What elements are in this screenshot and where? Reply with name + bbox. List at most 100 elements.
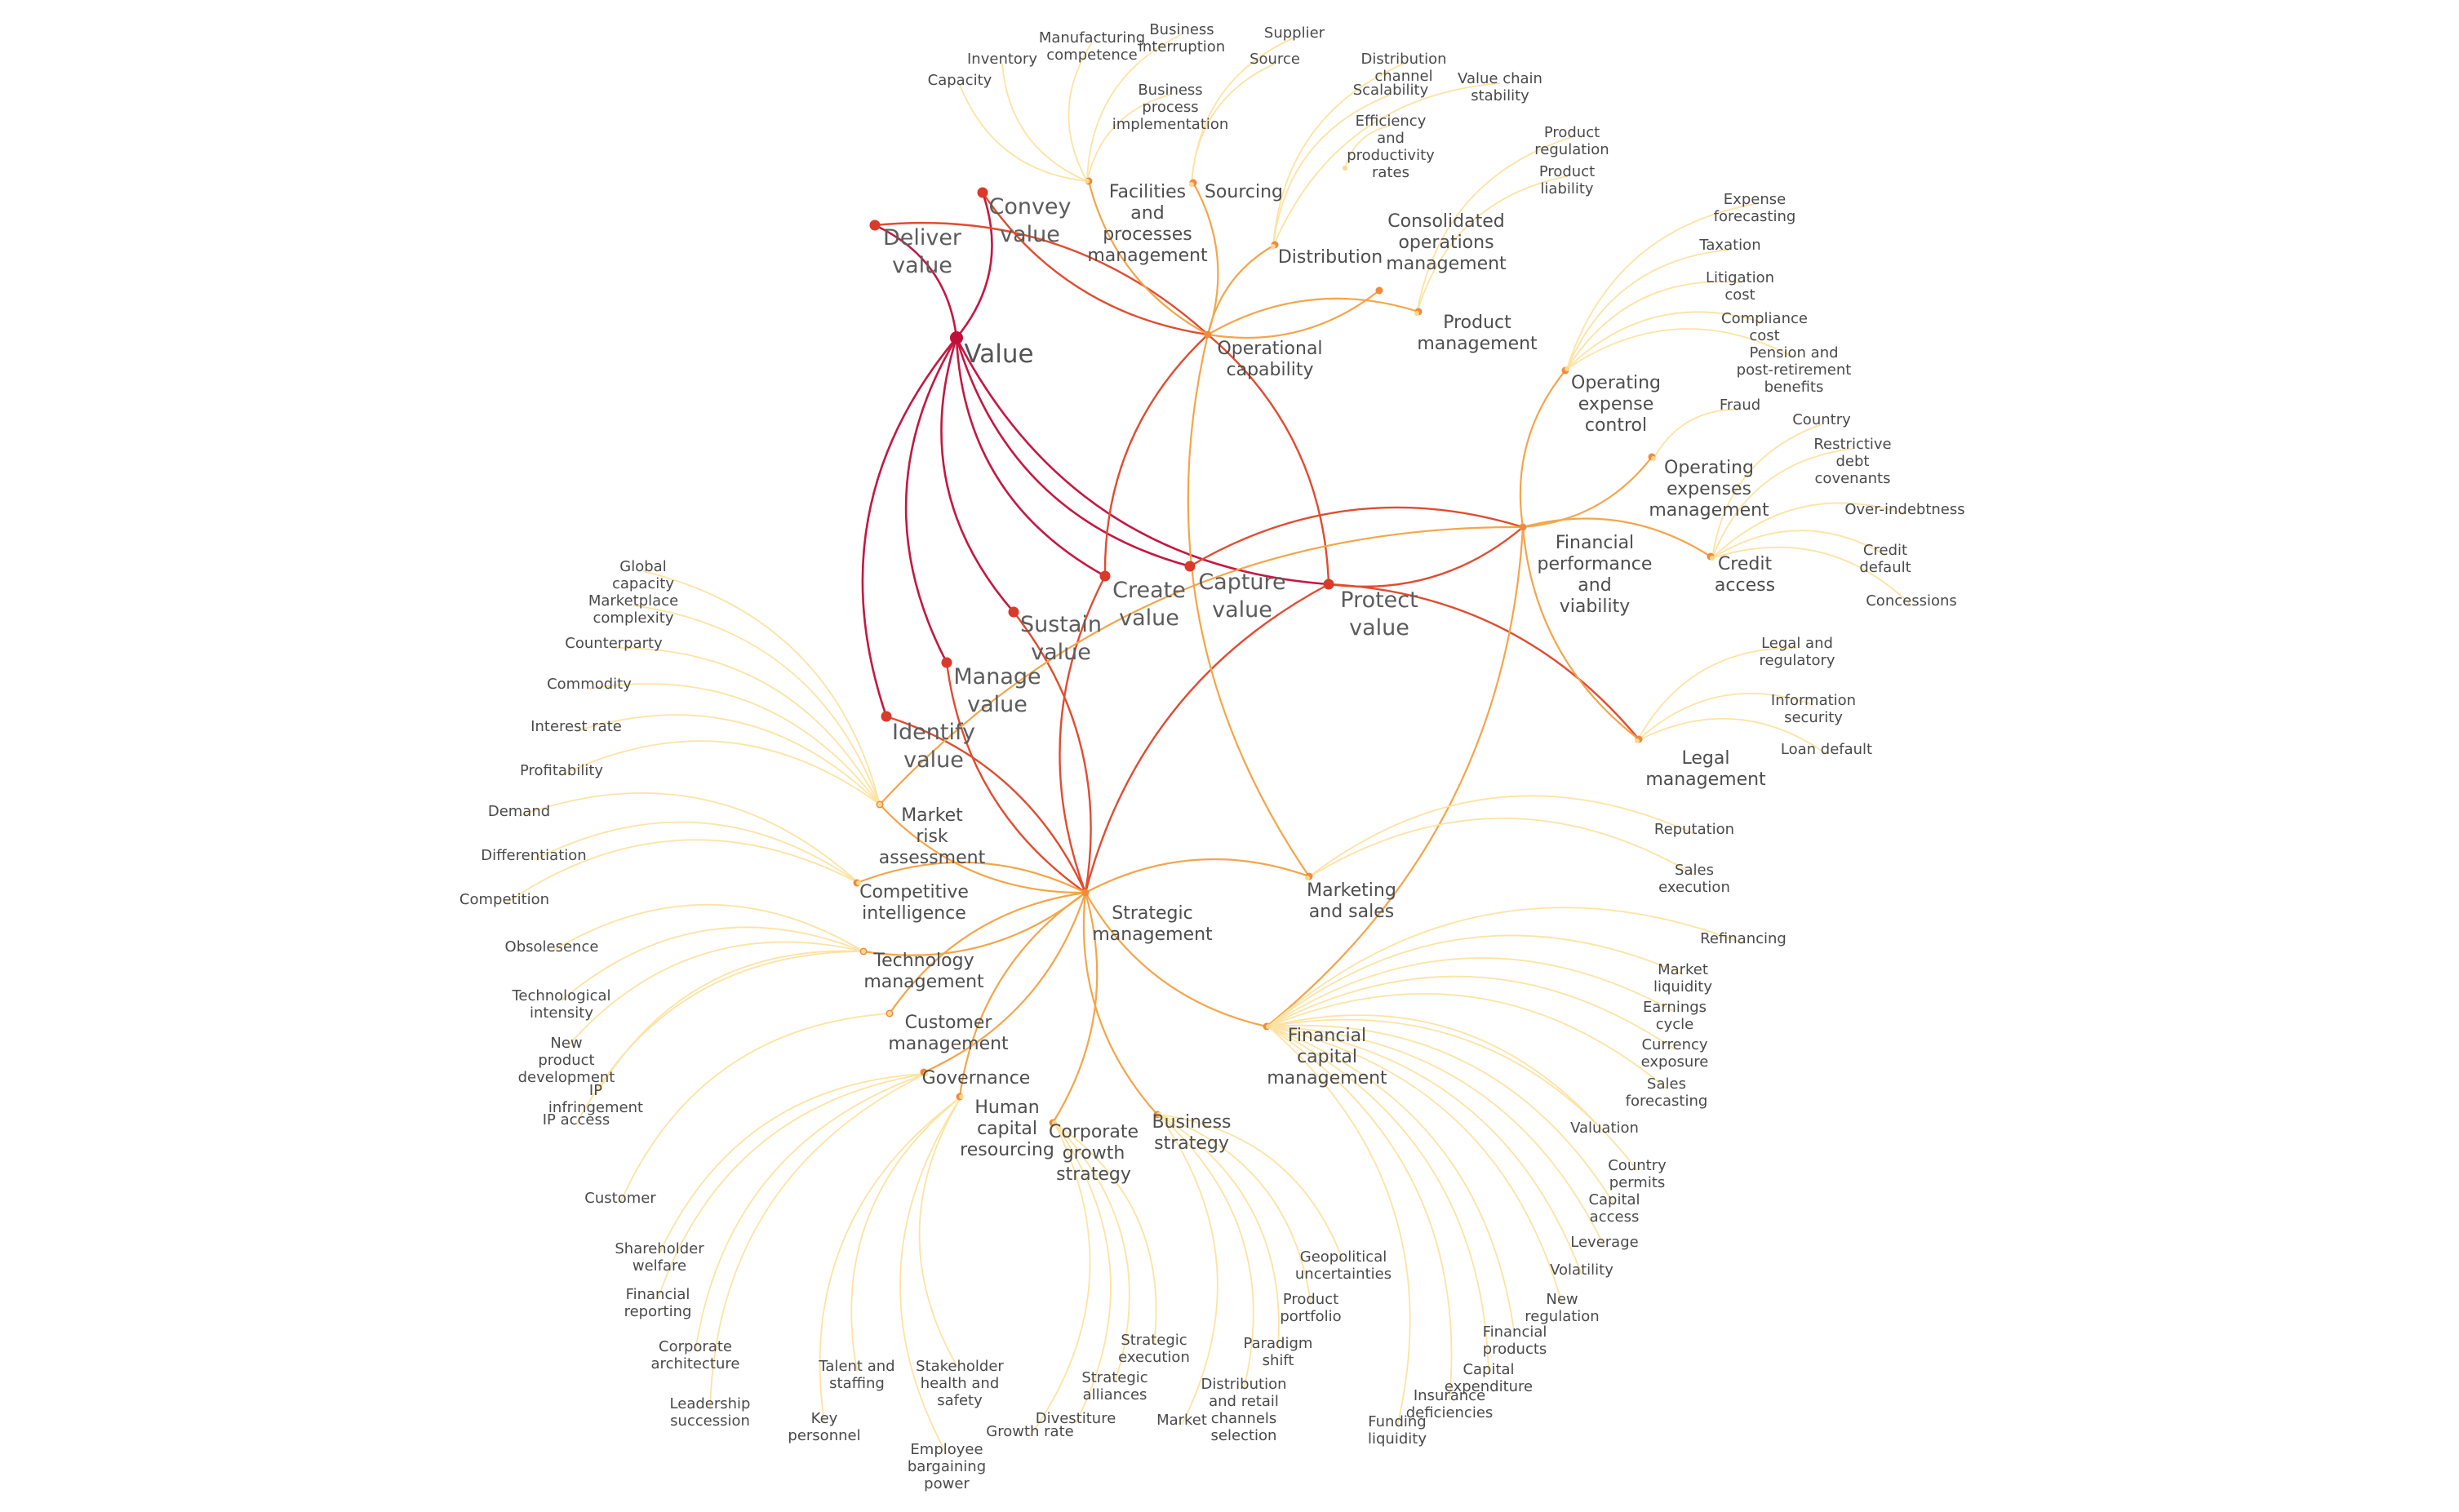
root-node[interactable] — [950, 331, 963, 344]
anchor-productmgmt — [1414, 311, 1419, 316]
leaf-edge — [504, 839, 859, 905]
leaf-label-line: Supplier — [1264, 24, 1325, 42]
anchor-sourcing — [1189, 182, 1194, 187]
leaf-edge — [1267, 1014, 1605, 1133]
label-protect-line: Protect — [1340, 588, 1418, 613]
leaf-edge — [899, 1096, 962, 1455]
edge-layer — [504, 33, 1912, 1455]
node-consolidated[interactable] — [1375, 286, 1383, 295]
leaf-label-line: safety — [937, 1392, 983, 1409]
edge-strat-techmgmt — [863, 892, 1086, 956]
leaf-label-line: Global — [619, 558, 666, 575]
label-productmgmt-line: management — [1417, 334, 1538, 354]
node-create[interactable] — [1099, 570, 1111, 582]
leaf-edge — [1158, 1114, 1218, 1426]
label-create-line: Create — [1112, 578, 1186, 603]
leaf-label-line: Fraud — [1720, 397, 1760, 414]
label-fincap-line: capital — [1297, 1047, 1357, 1067]
leaf-label-line: Strategic — [1121, 1332, 1187, 1349]
anchor-cgs — [1052, 1120, 1057, 1125]
node-capture[interactable] — [1184, 561, 1196, 572]
edge-finperf-opexctrl — [1519, 370, 1566, 528]
root-label-line: Value — [964, 339, 1033, 369]
leaf-label-line: Distribution — [1201, 1376, 1286, 1393]
leaf-label-line: Strategic — [1081, 1369, 1147, 1386]
node-strat[interactable] — [1081, 889, 1090, 897]
label-manage-line: Manage — [953, 664, 1041, 689]
leaf-label-line: Inventory — [967, 51, 1037, 68]
anchor-marketing — [1305, 876, 1310, 880]
leaf-label-line: Taxation — [1698, 237, 1760, 254]
label-opexctrl-line: expense — [1578, 394, 1654, 415]
leaf-label-line: Growth rate — [986, 1423, 1073, 1440]
leaf-label-line: Key — [811, 1410, 838, 1427]
leaf-edge — [588, 683, 881, 805]
anchor-governance — [923, 1071, 928, 1076]
leaf-label-line: cost — [1724, 286, 1755, 304]
leaf-edge — [1267, 1026, 1453, 1401]
leaf-label-line: covenants — [1815, 470, 1891, 487]
leaf-label-line: Loan default — [1781, 741, 1872, 758]
node-finperf[interactable] — [1519, 523, 1527, 531]
leaf-label-line: Capital — [1463, 1361, 1514, 1378]
leaf-edge — [1416, 175, 1568, 314]
label-facilities-line: processes — [1103, 224, 1192, 245]
leaf-label: Demand — [488, 803, 550, 820]
leaf-edge — [518, 792, 859, 884]
node-identify[interactable] — [881, 711, 892, 722]
node-manage[interactable] — [941, 657, 952, 668]
leaf-label-line: health and — [921, 1375, 1000, 1392]
label-custmgmt-line: management — [888, 1034, 1009, 1054]
leaf-label-line: power — [924, 1475, 970, 1492]
leaf-edge — [1653, 409, 1741, 459]
leaf-label-line: Stakeholder — [916, 1358, 1004, 1375]
leaf-label-line: permits — [1609, 1174, 1666, 1191]
leaf-label-line: regulation — [1534, 141, 1609, 158]
leaf-label-line: Information — [1771, 692, 1856, 709]
edge-opcap-consolidated — [1207, 290, 1380, 339]
leaf-label-line: stability — [1471, 87, 1529, 104]
leaf-edge — [575, 714, 881, 805]
label-bizstrat-line: strategy — [1154, 1133, 1229, 1154]
edge-strat-fincap — [1085, 892, 1267, 1028]
leaf-edge — [566, 941, 864, 1049]
leaf-label: Customer — [584, 1190, 656, 1207]
leaf-label-line: default — [1859, 559, 1911, 576]
label-credit-line: Credit — [1718, 554, 1773, 574]
leaf-edge — [1054, 1122, 1130, 1383]
edge-opcap-facilities — [1087, 180, 1209, 335]
label-strat-line: management — [1092, 924, 1213, 945]
leaf-label: IP access — [543, 1111, 610, 1128]
root-label: Value — [964, 339, 1033, 369]
edge-value-deliver — [874, 224, 958, 339]
edge-manage-strat — [945, 662, 1086, 893]
label-create-line: value — [1119, 605, 1179, 631]
label-hcr-line: Human — [974, 1097, 1039, 1118]
leaf-label-line: personnel — [788, 1427, 860, 1444]
node-sustain[interactable] — [1008, 606, 1019, 618]
node-opcap[interactable] — [1204, 330, 1212, 339]
node-protect[interactable] — [1323, 579, 1334, 590]
node-convey[interactable] — [977, 187, 988, 198]
anchor-techmgmt — [861, 949, 866, 954]
leaf-label-line: channel — [1374, 68, 1432, 85]
label-sourcing-line: Sourcing — [1205, 182, 1283, 202]
leaf-edge — [1566, 203, 1755, 370]
leaf-edge — [1267, 992, 1667, 1089]
leaf-edge — [1711, 502, 1906, 559]
leaf-edge — [575, 951, 864, 1125]
node-deliver[interactable] — [869, 219, 881, 231]
leaf-label: Interest rate — [530, 718, 622, 735]
leaf-label-line: Restrictive — [1813, 436, 1891, 453]
edge-value-identify — [861, 337, 957, 717]
